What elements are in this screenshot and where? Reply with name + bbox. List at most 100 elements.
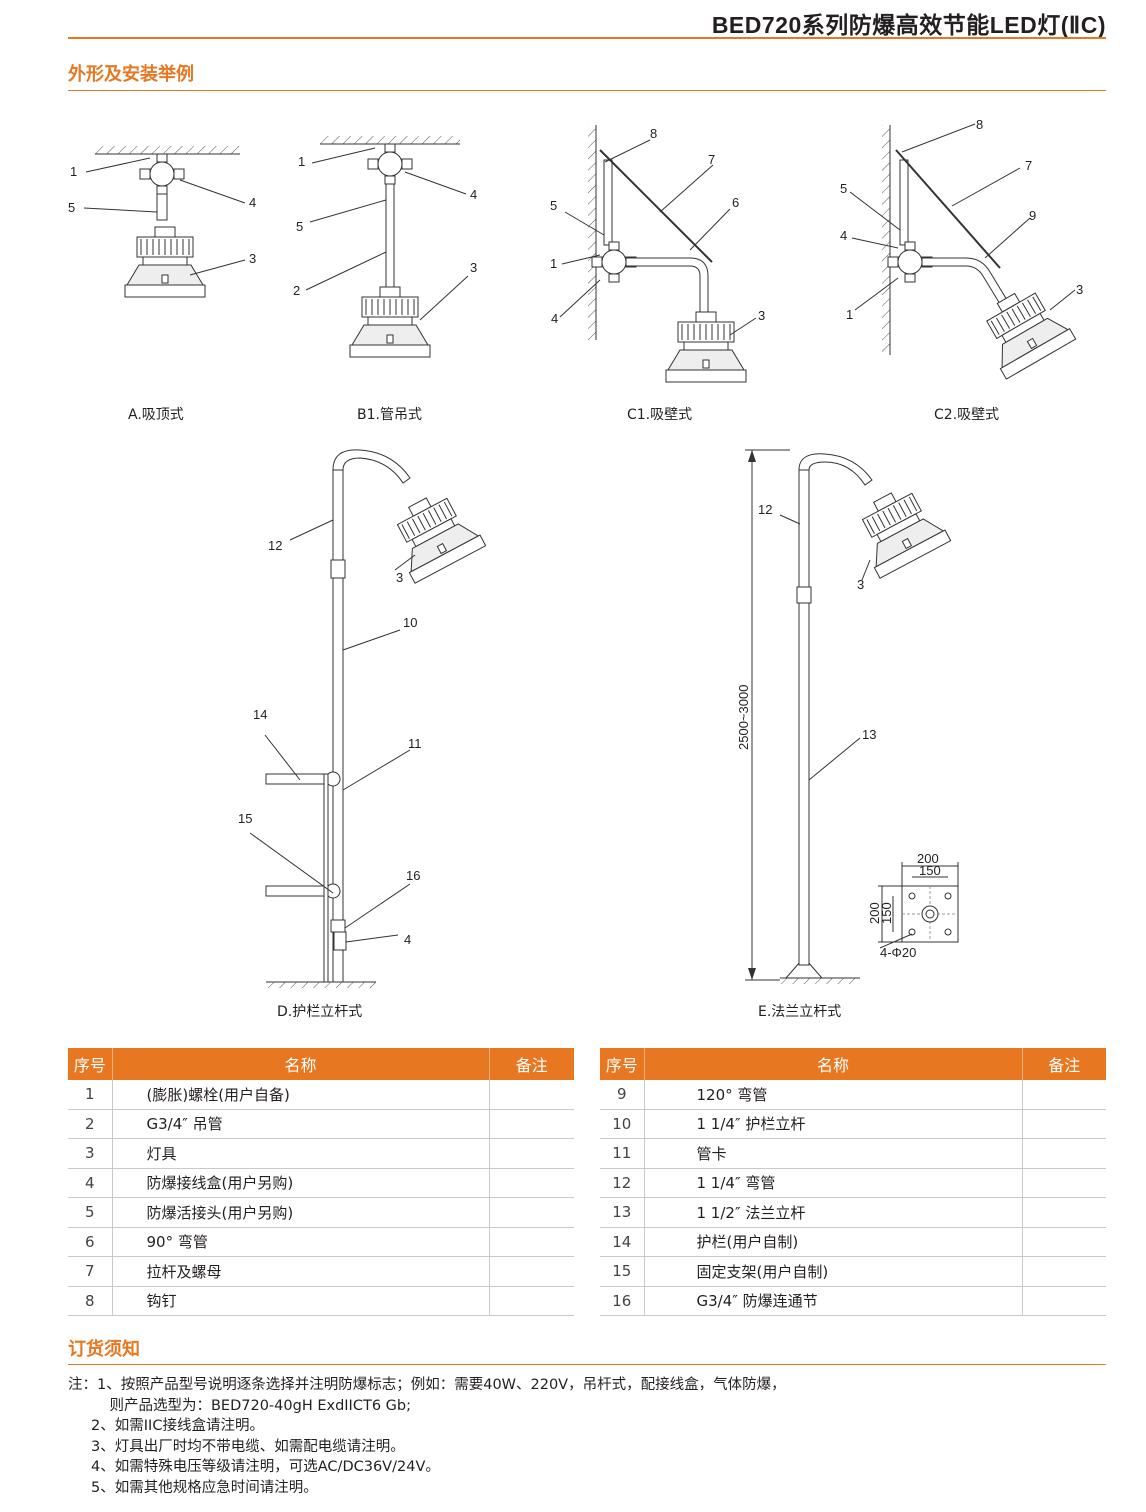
row-no: 8 [68, 1286, 113, 1316]
note-line: 5、如需其他规格应急时间请注明。 [68, 1479, 318, 1496]
svg-text:8: 8 [976, 117, 983, 132]
row-note [489, 1109, 574, 1139]
row-name: 钩钉 [112, 1286, 490, 1316]
document-title: BED720系列防爆高效节能LED灯(ⅡC) [711, 12, 1106, 38]
header-no: 序号 [68, 1048, 113, 1080]
row-no: 3 [68, 1138, 113, 1169]
caption-e: E.法兰立杆式 [758, 1004, 842, 1020]
row-name: 90° 弯管 [112, 1227, 490, 1257]
svg-text:9: 9 [1029, 208, 1036, 223]
section-rule [68, 1364, 1106, 1365]
diagram-a-ceiling: 1 5 4 3 [68, 146, 256, 298]
row-note [489, 1197, 574, 1228]
table-row: 1(膨胀)螺栓(用户自备) [68, 1080, 574, 1110]
dimension-holes: 4-Φ20 [880, 945, 916, 960]
row-no: 14 [600, 1227, 645, 1257]
row-name: 120° 弯管 [644, 1080, 1023, 1110]
svg-text:3: 3 [470, 260, 477, 275]
caption-d: D.护栏立杆式 [277, 1004, 363, 1020]
dimension-height-150: 150 [879, 902, 894, 924]
note-line: 则产品选型为：BED720-40gH ExdIICT6 Gb; [68, 1397, 411, 1414]
diagram-c2-wall: 8 7 9 5 4 1 3 [840, 117, 1083, 380]
header-no: 序号 [600, 1048, 645, 1080]
svg-text:16: 16 [406, 868, 420, 883]
caption-c2: C2.吸壁式 [934, 407, 1000, 423]
dimension-width-200: 200 [917, 851, 939, 866]
row-no: 1 [68, 1080, 113, 1110]
header-rule [68, 37, 1106, 39]
row-note [489, 1286, 574, 1316]
svg-text:12: 12 [758, 502, 772, 517]
svg-text:13: 13 [862, 727, 876, 742]
row-name: 防爆接线盒(用户另购) [112, 1168, 490, 1198]
row-name: 1 1/4″ 弯管 [644, 1168, 1023, 1198]
dimension-width-150: 150 [919, 863, 941, 878]
row-no: 15 [600, 1256, 645, 1287]
row-no: 6 [68, 1227, 113, 1257]
svg-text:5: 5 [840, 181, 847, 196]
header-name: 名称 [644, 1048, 1023, 1080]
svg-text:4: 4 [404, 932, 411, 947]
flange-plate-detail: 200 150 200 150 4-Φ20 [867, 851, 959, 960]
section-title-ordering: 订货须知 [68, 1339, 140, 1360]
svg-text:7: 7 [1025, 158, 1032, 173]
row-note [1022, 1256, 1106, 1287]
row-note [489, 1138, 574, 1169]
header-name: 名称 [112, 1048, 490, 1080]
ordering-notes: 注：1、按照产品型号说明逐条选择并注明防爆标志；例如：需要40W、220V，吊杆… [68, 1375, 786, 1498]
row-note [1022, 1168, 1106, 1198]
svg-text:4: 4 [470, 187, 477, 202]
row-name: 护栏(用户自制) [644, 1227, 1023, 1257]
row-note [1022, 1138, 1106, 1169]
dimension-height-200: 200 [867, 902, 882, 924]
row-no: 10 [600, 1109, 645, 1139]
svg-text:4: 4 [551, 311, 558, 326]
diagram-c1-wall: 8 7 6 5 1 4 3 [550, 125, 765, 383]
svg-text:5: 5 [296, 219, 303, 234]
installation-diagrams: 1 5 4 3 1 4 5 2 3 [68, 117, 1083, 988]
svg-text:10: 10 [403, 615, 417, 630]
row-no: 12 [600, 1168, 645, 1198]
svg-text:3: 3 [396, 570, 403, 585]
row-no: 11 [600, 1138, 645, 1169]
header-note: 备注 [1022, 1048, 1106, 1080]
svg-text:7: 7 [708, 152, 715, 167]
row-no: 2 [68, 1109, 113, 1139]
row-name: 防爆活接头(用户另购) [112, 1197, 490, 1228]
svg-text:1: 1 [70, 164, 77, 179]
diagram-e-flange-pole: 2500~3000 12 3 13 [736, 449, 959, 984]
svg-text:3: 3 [249, 251, 256, 266]
svg-text:5: 5 [550, 198, 557, 213]
row-name: 灯具 [112, 1138, 490, 1169]
svg-text:15: 15 [238, 811, 252, 826]
svg-text:3: 3 [1076, 282, 1083, 297]
svg-text:8: 8 [650, 126, 657, 141]
row-name: 固定支架(用户自制) [644, 1256, 1023, 1287]
svg-text:3: 3 [857, 577, 864, 592]
svg-text:2: 2 [293, 283, 300, 298]
row-note [489, 1227, 574, 1257]
diagram-d-guardrail-pole: 12 3 10 14 11 15 16 4 [238, 449, 487, 988]
row-note [1022, 1227, 1106, 1257]
svg-text:4: 4 [249, 195, 256, 210]
note-line: 2、如需IIC接线盒请注明。 [68, 1418, 264, 1434]
row-name: (膨胀)螺栓(用户自备) [112, 1080, 490, 1110]
section-title-appearance: 外形及安装举例 [68, 64, 194, 85]
row-name: G3/4″ 防爆连通节 [644, 1286, 1023, 1316]
note-line: 4、如需特殊电压等级请注明，可选AC/DC36V/24V。 [68, 1459, 440, 1475]
